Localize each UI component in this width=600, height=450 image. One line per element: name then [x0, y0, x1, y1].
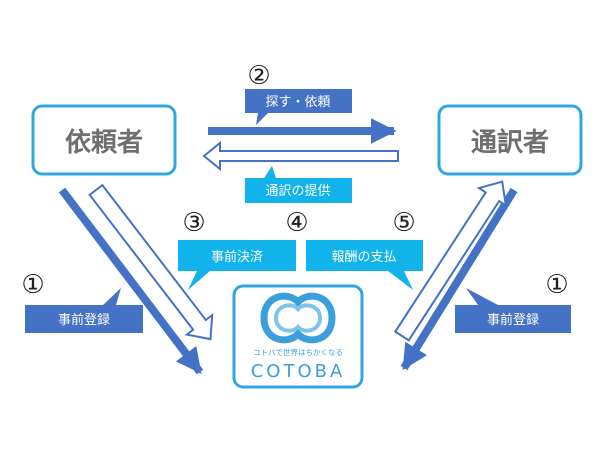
cotoba-tagline: コトバで世界はちかくなる	[253, 347, 343, 357]
register-left-callout-label: 事前登録	[58, 312, 110, 328]
search-callout	[245, 89, 352, 125]
interpreter-box	[437, 104, 583, 176]
provide-callout-label: 通訳の提供	[265, 183, 330, 199]
reward-arrow	[393, 180, 508, 342]
payment-callout	[178, 240, 296, 290]
provide-callout	[245, 166, 352, 203]
reward-callout-label: 報酬の支払	[331, 250, 396, 265]
step-number-reward: ⑤	[392, 208, 415, 238]
requester-label: 依頼者	[65, 128, 143, 158]
step-number-search: ②	[247, 61, 270, 91]
step-number-register-right: ①	[545, 270, 568, 300]
requester-box	[31, 104, 177, 176]
step-number-payment: ③	[182, 208, 205, 238]
cotoba-logo-icon	[260, 292, 336, 344]
payment-arrow	[88, 183, 214, 341]
step-number-center: ④	[285, 208, 308, 238]
search-callout-label: 探す・依頼	[265, 95, 330, 110]
register-right-callout	[455, 288, 571, 333]
provide-arrow	[202, 140, 399, 172]
payment-callout-label: 事前決済	[211, 249, 263, 265]
register-left-callout	[25, 288, 143, 333]
register-right-arrow	[400, 187, 518, 371]
interpreter-label: 通訳者	[471, 127, 549, 158]
register-right-callout-label: 事前登録	[487, 312, 539, 328]
register-left-arrow	[58, 187, 204, 375]
cotoba-wordmark: COTOBA	[251, 361, 346, 382]
reward-callout	[306, 240, 423, 290]
step-number-register-left: ①	[21, 270, 44, 300]
